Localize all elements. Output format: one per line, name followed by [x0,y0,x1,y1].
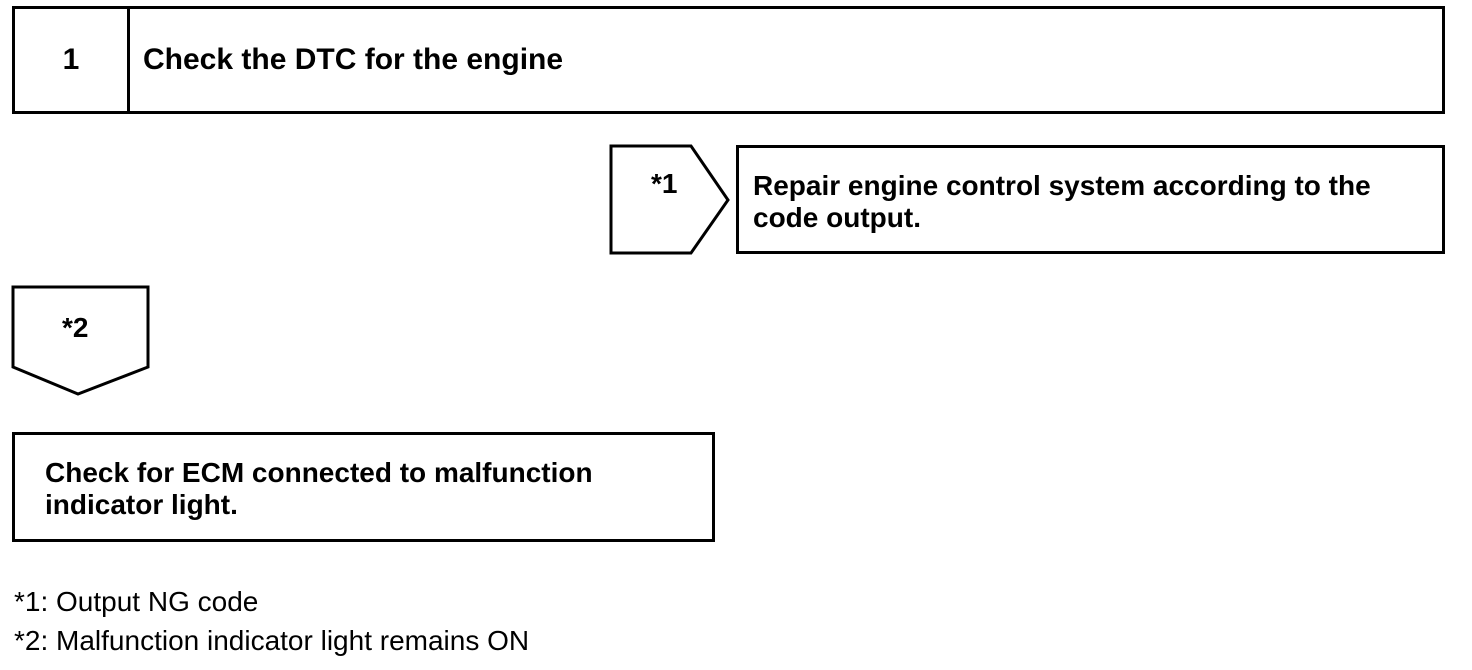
step-header-box: 1 Check the DTC for the engine [12,6,1445,114]
step-title: Check the DTC for the engine [143,43,564,76]
right-arrow-marker: *1 [651,168,678,199]
footnote-1: *1: Output NG code [14,586,259,617]
down-arrow-marker: *2 [62,312,89,343]
right-result-box: Repair engine control system according t… [736,145,1445,254]
footnote-2: *2: Malfunction indicator light remains … [14,625,530,656]
down-result-box: Check for ECM connected to malfunction i… [12,432,715,542]
step-number: 1 [15,9,130,111]
